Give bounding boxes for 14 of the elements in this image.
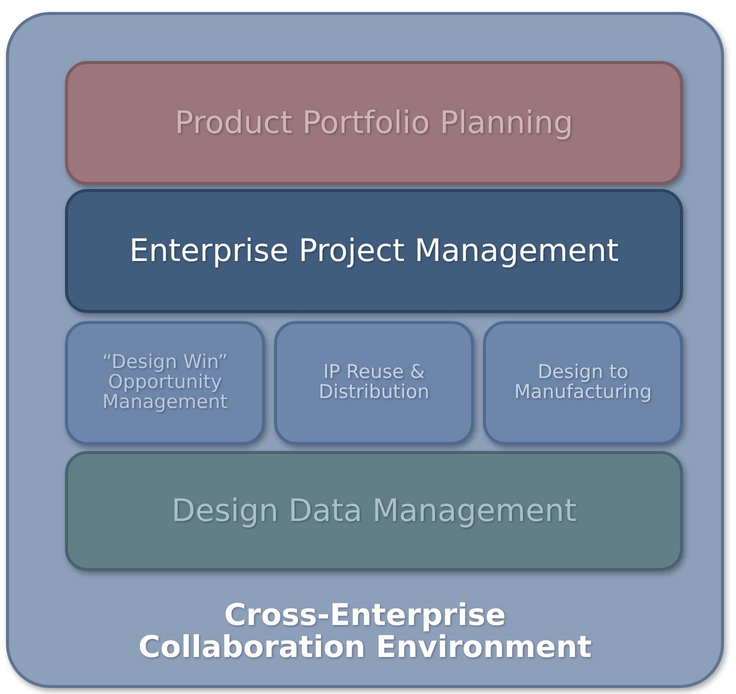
layer-label: Enterprise Project Management (128, 234, 620, 268)
layer-label: Design to Manufacturing (513, 363, 653, 403)
layer-label: Design Data Management (170, 494, 578, 528)
layer-box (65, 451, 683, 571)
module-box (65, 321, 265, 445)
layer-label: Product Portfolio Planning (174, 106, 574, 140)
module-box (274, 321, 474, 445)
layer-box (65, 189, 683, 313)
layer-box (65, 61, 683, 185)
panel-title: Cross-Enterprise Collaboration Environment (137, 600, 593, 663)
layer-label: “Design Win” Opportunity Management (101, 353, 229, 413)
layer-label: IP Reuse & Distribution (318, 363, 430, 403)
module-box (483, 321, 683, 445)
environment-panel (6, 12, 724, 688)
